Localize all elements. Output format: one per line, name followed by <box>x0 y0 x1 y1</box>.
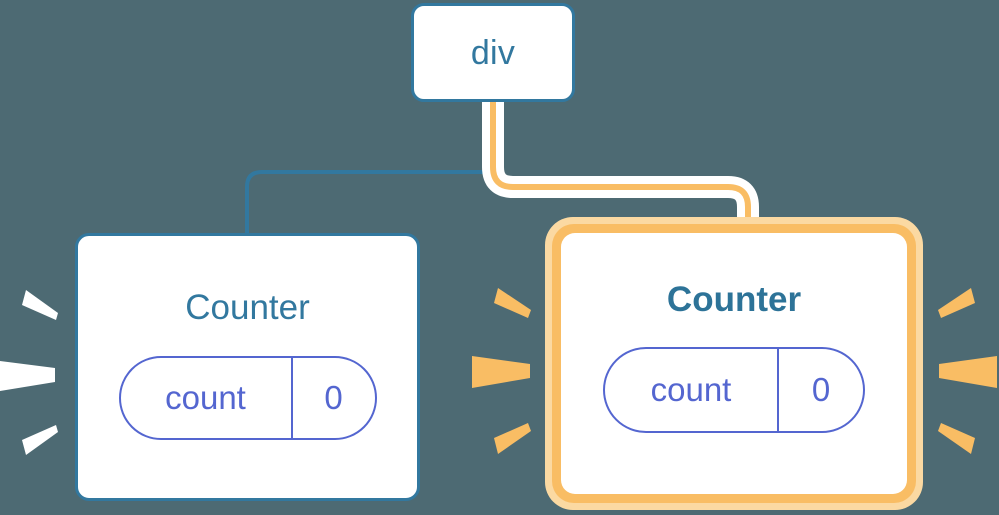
node-counter-left-label: Counter <box>185 288 310 327</box>
node-div[interactable]: div <box>411 3 575 102</box>
sparkle-ray-icon <box>22 290 58 320</box>
edge-div-to-counter-left <box>245 102 495 236</box>
node-div-label: div <box>470 33 516 72</box>
edge-div-to-counter-right <box>490 100 751 232</box>
state-value-label: 0 <box>811 371 831 408</box>
sparkle-burst-counter-right-right <box>938 288 997 454</box>
state-key-label: count <box>121 358 293 438</box>
sparkle-ray-icon <box>938 423 975 454</box>
sparkle-ray-icon <box>22 425 58 455</box>
sparkle-ray-icon <box>494 288 531 318</box>
sparkle-ray-icon <box>939 356 997 388</box>
state-pill-counter-right[interactable]: count 0 <box>603 347 865 433</box>
state-key-label: count <box>605 349 779 431</box>
node-counter-right[interactable]: Counter count 0 <box>561 233 907 494</box>
node-counter-right-highlight-glow: Counter count 0 <box>545 217 923 510</box>
sparkle-ray-icon <box>494 423 531 454</box>
sparkle-ray-icon <box>938 288 975 318</box>
node-counter-left[interactable]: Counter count 0 <box>75 233 420 501</box>
state-value-label: 0 <box>324 379 343 416</box>
sparkle-ray-icon <box>472 356 530 388</box>
state-pill-counter-left[interactable]: count 0 <box>118 356 377 440</box>
node-counter-right-label: Counter <box>666 280 802 319</box>
node-counter-right-highlight-ring: Counter count 0 <box>552 224 916 503</box>
sparkle-ray-icon <box>0 361 55 391</box>
sparkle-burst-counter-left <box>0 290 58 455</box>
sparkle-burst-counter-right-left <box>472 288 531 454</box>
